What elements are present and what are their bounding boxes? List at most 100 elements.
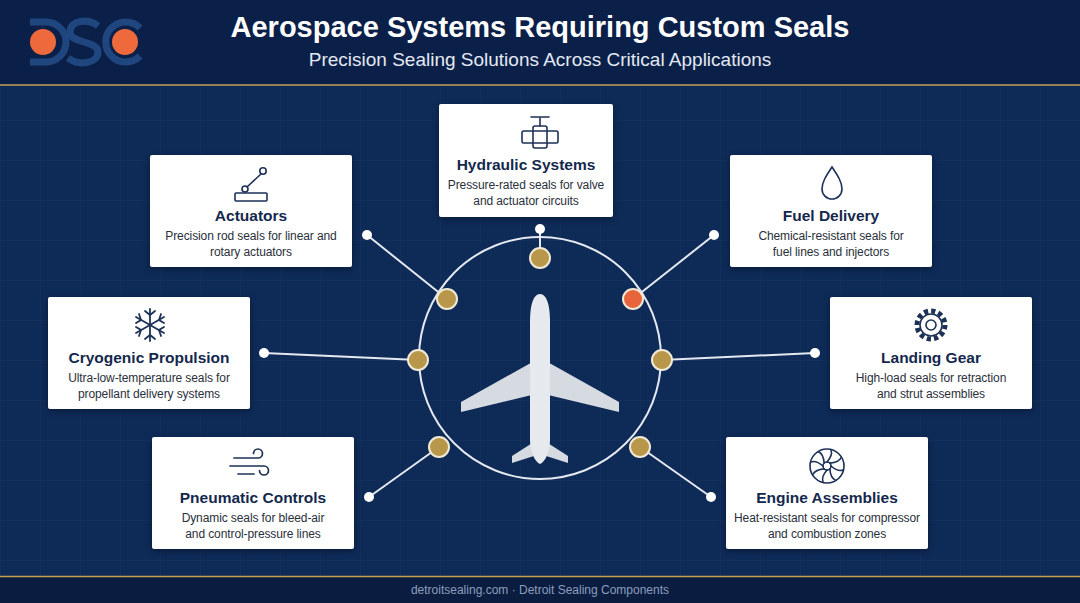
airplane-fuselage (530, 294, 550, 464)
snowflake-branch (136, 314, 164, 336)
card-heading: Pneumatic Controls (180, 489, 326, 507)
footer-credit: detroitsealing.com · Detroit Sealing Com… (0, 582, 1080, 598)
company-logo (30, 21, 140, 63)
card-heading: Engine Assemblies (756, 489, 898, 507)
airflow-icon (230, 449, 269, 475)
turbine-blade (831, 466, 843, 471)
snowflake-branch (145, 311, 155, 339)
leader-line (264, 353, 418, 360)
leader-end (259, 348, 269, 358)
actuator-icon (235, 168, 267, 201)
gear-icon (917, 311, 945, 339)
footer-rule (0, 576, 1080, 578)
gear-teeth (917, 311, 945, 339)
airflow-line (234, 449, 263, 458)
snowflake-icon (136, 309, 164, 341)
airplane-wing (461, 360, 536, 412)
leader-end (706, 492, 716, 502)
leader-line (640, 447, 711, 497)
ring-dot (652, 350, 672, 370)
hub-ring (419, 237, 661, 479)
system-card: Landing GearHigh-load seals for retracti… (830, 297, 1032, 409)
turbine-blade (827, 450, 832, 462)
leader-end (709, 230, 719, 240)
leader-line (367, 235, 447, 299)
turbine-casing (810, 449, 844, 483)
leader-line (633, 235, 714, 299)
footer-band (0, 577, 1080, 603)
valve-handle (531, 116, 549, 118)
ring-dot (408, 350, 428, 370)
snowflake-arm (149, 309, 151, 341)
actuator-knob (260, 168, 266, 174)
system-card: Fuel DeliveryChemical-resistant seals fo… (730, 155, 932, 267)
leader-end (364, 492, 374, 502)
leader-end (810, 348, 820, 358)
system-card: Hydraulic SystemsPressure-rated seals fo… (439, 104, 613, 217)
card-heading: Fuel Delivery (783, 207, 880, 225)
ring-dot (623, 289, 643, 309)
card-description: Heat-resistant seals for compressor and … (731, 511, 923, 542)
airplane-wing (544, 360, 619, 412)
card-heading: Cryogenic Propulsion (68, 349, 229, 367)
ring-dot (630, 437, 650, 457)
leader-line (662, 353, 815, 360)
turbine-blade (811, 462, 823, 467)
system-card: Cryogenic PropulsionUltra-low-temperatur… (48, 297, 250, 409)
valve-body (533, 126, 547, 148)
turbine-blade (823, 470, 828, 482)
airflow-line (230, 466, 269, 475)
gear-hub (926, 320, 936, 330)
logo-letter (68, 21, 98, 63)
card-heading: Actuators (215, 207, 287, 225)
turbine-blade (827, 469, 839, 481)
leader-line (369, 447, 439, 497)
snowflake-branch (136, 314, 164, 336)
card-description: Chemical-resistant seals for fuel lines … (751, 229, 911, 260)
ring-dot (429, 437, 449, 457)
droplet-icon (822, 167, 842, 199)
diagram-title: Aerospace Systems Requiring Custom Seals (0, 10, 1080, 44)
logo-dot (30, 29, 56, 55)
system-card: Pneumatic ControlsDynamic seals for blee… (152, 437, 354, 549)
card-description: Precision rod seals for linear and rotar… (165, 229, 337, 260)
turbine-blade (830, 455, 842, 467)
grid-texture (0, 86, 1080, 576)
header-band (0, 0, 1080, 85)
snowflake-arm (136, 317, 164, 333)
turbine-hub (823, 462, 831, 470)
card-description: Pressure-rated seals for valve and actua… (445, 178, 607, 209)
logo-letter (106, 22, 140, 62)
subtitle: Precision Sealing Solutions Across Criti… (0, 48, 1080, 72)
airflow-line (238, 473, 254, 475)
card-description: Ultra-low-temperature seals for propella… (59, 371, 239, 402)
logo-dot (112, 29, 138, 55)
leader-end (362, 230, 372, 240)
valve-pipe (522, 131, 558, 143)
card-heading: Landing Gear (881, 349, 981, 367)
actuator-joint (242, 186, 248, 192)
system-card: ActuatorsPrecision rod seals for linear … (150, 155, 352, 267)
ring-dot (437, 289, 457, 309)
turbine-blade (816, 452, 828, 464)
airplane-engine (503, 384, 510, 400)
ring-dot (530, 248, 550, 268)
card-heading: Hydraulic Systems (457, 156, 596, 174)
turbine-icon (810, 449, 844, 483)
header-rule (0, 84, 1080, 86)
turbine-blade (813, 466, 825, 478)
airplane-illustration (461, 294, 619, 464)
card-description: High-load seals for retraction and strut… (846, 371, 1016, 402)
leader-end (535, 224, 545, 234)
snowflake-arm (136, 317, 164, 333)
actuator-arm (247, 174, 261, 187)
system-card: Engine AssembliesHeat-resistant seals fo… (726, 437, 928, 549)
gear-rim (920, 314, 942, 336)
logo-letter (30, 22, 66, 62)
actuator-base (235, 193, 267, 201)
card-description: Dynamic seals for bleed-air and control-… (173, 511, 333, 542)
valve-icon (522, 117, 558, 148)
airplane-engine (570, 384, 577, 400)
